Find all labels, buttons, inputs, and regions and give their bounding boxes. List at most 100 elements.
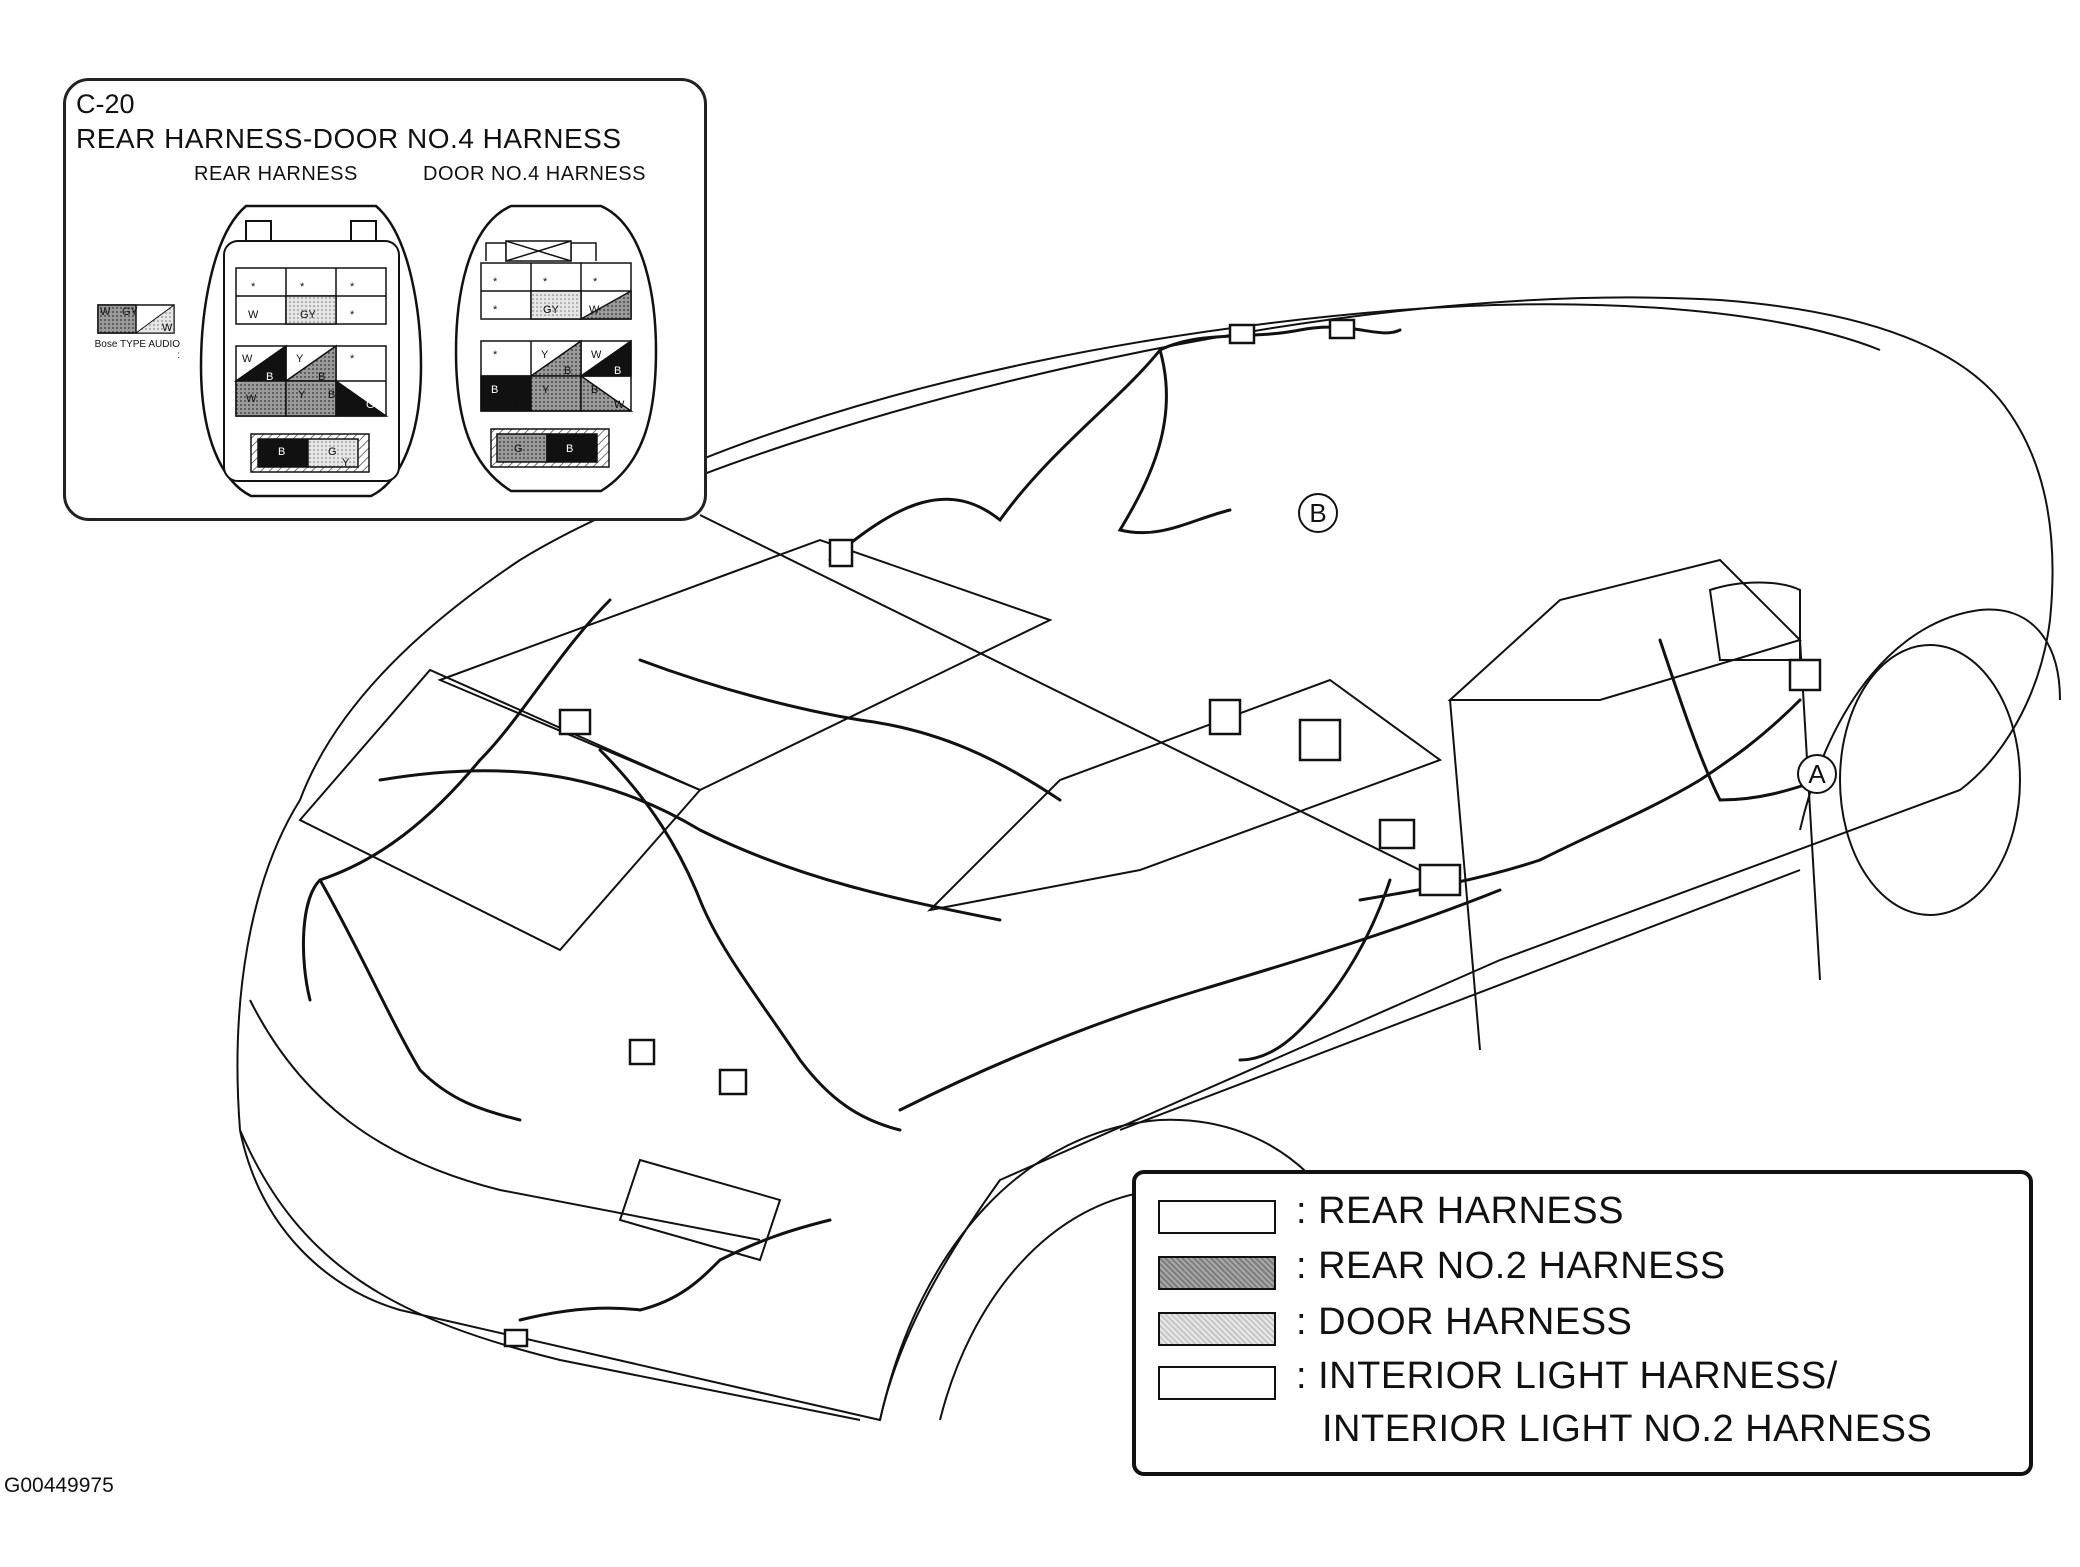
bose-note: Bose TYPE AUDIO : [94,339,180,361]
door-pin-star: * [493,304,498,316]
harness-sill [898,888,1502,1112]
side-window-rear [926,678,1443,912]
connector-floor [718,1068,748,1096]
front-wheel [1839,644,2021,916]
pin-w: W [246,393,257,405]
pin-b: B [328,389,336,401]
bose-pin-w: W [162,322,173,334]
legend-label-interior-light-no2: INTERIOR LIGHT NO.2 HARNESS [1322,1408,1933,1450]
legend-swatch-rear-no2 [1158,1256,1276,1290]
pin-b: B [278,446,286,458]
rear-bumper-inner [249,999,761,1241]
door-no4-connector-face [454,204,658,493]
door-pin-star: * [593,276,598,288]
door-pin-b: B [591,384,599,396]
pin-g: G [366,399,375,411]
plate-recess [618,1158,782,1262]
rear-bumper [239,1129,861,1421]
legend-label-interior-light: : INTERIOR LIGHT HARNESS/ [1296,1355,1838,1397]
harness-legend: : REAR HARNESS : REAR NO.2 HARNESS : DOO… [1132,1170,2033,1476]
connector-inset-panel: C-20 REAR HARNESS-DOOR NO.4 HARNESS REAR… [63,78,707,521]
door-line-2 [1799,639,1821,981]
side-mirror [1708,581,1801,661]
pin-g: G [328,446,337,458]
legend-swatch-rear [1158,1200,1276,1234]
door-pin-g: G [514,399,523,411]
connector-bumper [503,1328,529,1348]
figure-id: G00449975 [4,1474,114,1497]
harness-door [1238,878,1392,1062]
pin-star: * [300,281,305,293]
pin-w: W [242,353,253,365]
connector-roof-2 [1328,318,1356,340]
door-pin-b: B [614,365,622,377]
harness-left-side [638,658,1062,802]
bose-pin-variant [97,304,175,334]
rear-harness-connector-label: REAR HARNESS [194,163,358,185]
rear-window [298,668,702,952]
connector-mid [1378,818,1416,850]
legend-swatch-door [1158,1312,1276,1346]
front-wheel-arch [1799,608,2061,831]
door-pin-star: * [543,276,548,288]
connector-c20 [1418,863,1462,897]
harness-roof-branch [1117,348,1232,535]
door-pin-b: B [564,365,572,377]
door-pin-star: * [493,276,498,288]
leader-line [699,514,1441,881]
connector-rear-2 [628,1038,656,1066]
connector-roof-1 [1228,323,1256,345]
door-pin-w: W [614,399,625,411]
connector-front [1788,658,1822,692]
harness-bumper [518,1218,832,1322]
harness-front-door [1658,638,1822,802]
rear-harness-connector-face [199,204,423,498]
door-pin-y: Y [541,349,549,361]
pin-y: Y [342,457,350,469]
connector-seat [1208,698,1242,736]
harness-roof [828,325,1402,562]
pin-star: * [350,353,355,365]
pin-y: Y [298,389,306,401]
pin-gy: GY [300,309,316,321]
door-pin-g: G [514,443,523,455]
door-pin-y: Y [542,384,550,396]
door-no4-connector-label: DOOR NO.4 HARNESS [423,163,646,185]
pin-star: * [350,309,355,321]
harness-floor [598,748,902,1132]
door-pin-w: W [591,349,602,361]
legend-label-rear: : REAR HARNESS [1296,1190,1624,1232]
pin-w: W [248,309,259,321]
pin-b: B [318,371,326,383]
legend-label-rear-no2: : REAR NO.2 HARNESS [1296,1245,1726,1287]
door-pin-w: W [589,304,600,316]
rocker-line [1119,869,1801,1131]
callout-a: A [1797,754,1837,794]
callout-b: B [1298,493,1338,533]
legend-swatch-interior-light [1158,1366,1276,1400]
pin-star: * [251,281,256,293]
connector-seat-2 [1298,718,1342,762]
door-pin-star: * [493,349,498,361]
side-window-front [1447,558,1802,701]
door-line-1 [1449,699,1481,1051]
roof-line [699,303,1881,461]
pin-star: * [350,281,355,293]
pin-y: Y [296,353,304,365]
door-pin-b: B [566,443,574,455]
connector-title: REAR HARNESS-DOOR NO.4 HARNESS [76,123,622,154]
harness-left-pillar [301,598,612,1002]
connector-rear-1 [558,708,592,736]
rear-hatch-outline [437,538,1053,792]
door-pin-gy: GY [543,304,559,316]
harness-tailgate [318,878,522,1122]
connector-pillar [828,538,854,568]
bose-pin-gy: GY [122,306,138,318]
legend-label-door: : DOOR HARNESS [1296,1301,1633,1343]
connector-code: C-20 [76,89,135,119]
car-body-outline [236,296,2054,1422]
door-pin-b: B [491,384,499,396]
pin-b: B [266,371,274,383]
harness-rear-cross [378,769,1002,922]
bose-pin-w: W [100,306,111,318]
